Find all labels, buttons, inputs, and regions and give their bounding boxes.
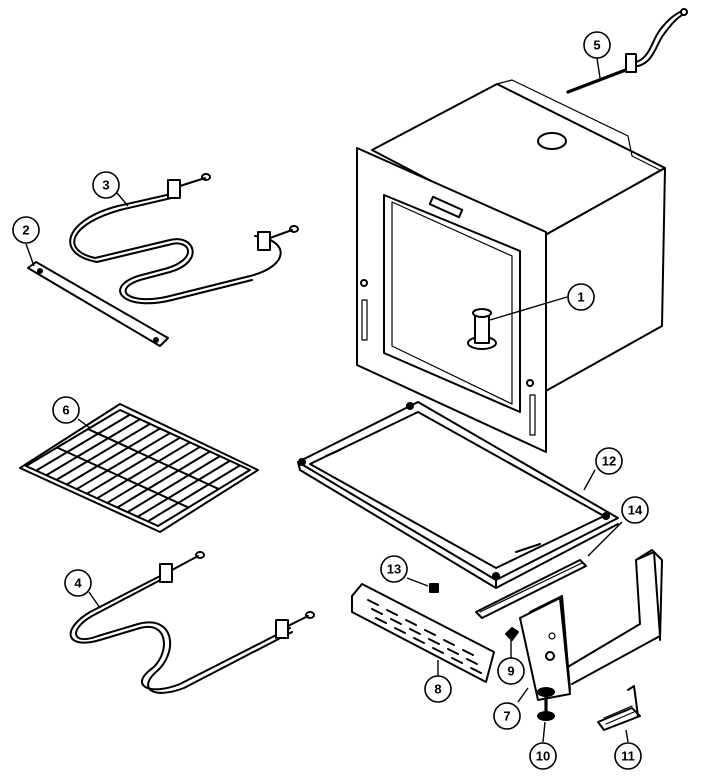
callout-4: 4 — [64, 569, 92, 597]
callout-2-label: 2 — [22, 223, 29, 238]
callout-14: 14 — [621, 496, 649, 524]
callout-8-label: 8 — [434, 682, 441, 697]
callout-3: 3 — [92, 171, 120, 199]
vented-panel — [351, 583, 495, 683]
callout-10: 10 — [529, 742, 557, 770]
leader-lines — [25, 57, 629, 743]
broil-element — [69, 551, 315, 694]
callout-5: 5 — [583, 31, 611, 59]
screw — [429, 583, 439, 593]
callout-12: 12 — [595, 447, 623, 475]
callout-13-label: 13 — [387, 562, 401, 577]
oven-sensor-probe — [566, 8, 688, 94]
callout-3-label: 3 — [102, 178, 109, 193]
bake-element — [69, 173, 299, 305]
broiler-drawer-tray — [297, 401, 619, 589]
callout-7: 7 — [493, 702, 521, 730]
anti-tip-bracket — [597, 685, 641, 731]
callout-2: 2 — [12, 216, 40, 244]
callout-1: 1 — [567, 283, 595, 311]
callout-10-label: 10 — [536, 749, 550, 764]
callout-5-label: 5 — [593, 38, 600, 53]
callout-7-label: 7 — [503, 709, 510, 724]
oven-cavity — [356, 79, 666, 453]
callout-markers: 1 2 3 4 5 6 7 8 9 10 11 — [12, 31, 649, 770]
slide-rail — [475, 559, 587, 619]
callout-6: 6 — [52, 396, 80, 424]
leveling-leg — [537, 687, 555, 721]
callout-13: 13 — [380, 555, 408, 583]
clip — [505, 627, 519, 641]
support-bracket — [519, 549, 663, 701]
oven-rack — [19, 403, 259, 533]
callout-12-label: 12 — [602, 454, 616, 469]
callout-11: 11 — [614, 742, 642, 770]
callout-9: 9 — [497, 657, 525, 685]
callout-14-label: 14 — [628, 503, 643, 518]
callout-4-label: 4 — [74, 576, 82, 591]
callout-11-label: 11 — [621, 749, 635, 764]
callout-1-label: 1 — [577, 290, 584, 305]
callout-8: 8 — [424, 675, 452, 703]
callout-6-label: 6 — [62, 403, 69, 418]
callout-9-label: 9 — [507, 664, 514, 679]
